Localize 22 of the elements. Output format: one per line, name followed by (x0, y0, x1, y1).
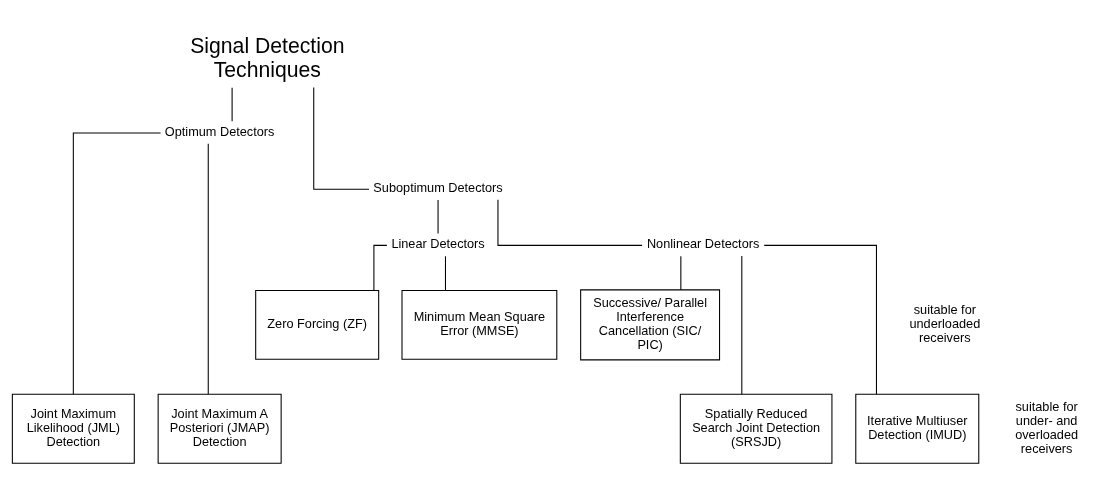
node-box: Minimum Mean Square Error (MMSE) (401, 289, 558, 360)
node-box: Joint Maximum Likelihood (JML) Detection (11, 393, 135, 464)
node-text: Suboptimum Detectors (373, 179, 503, 195)
label: suitable for underloaded receivers (909, 302, 981, 345)
node-text: Optimum Detectors (164, 123, 275, 139)
node-text: Nonlinear Detectors (646, 236, 760, 252)
connector (741, 255, 743, 395)
node-text: Signal Detection Techniques (190, 34, 345, 81)
connector (680, 255, 682, 291)
connector (207, 143, 209, 395)
node-box: Joint Maximum A Posteriori (JMAP) Detection (157, 393, 282, 464)
node-box: Spatially Reduced Search Joint Detection (SRSJD) (679, 393, 833, 464)
node-text: Linear Detectors (391, 236, 485, 252)
connector (763, 244, 877, 395)
node-box: Zero Forcing (ZF) (255, 289, 380, 360)
connector (444, 255, 446, 291)
connector (72, 132, 162, 395)
connector (313, 87, 370, 190)
label: suitable for under- and overloaded receivers (1015, 399, 1079, 456)
node-box: Iterative Multiuser Detection (IMUD) (855, 393, 980, 464)
connector (497, 199, 643, 246)
node-box: Successive/ Parallel Interference Cancellation (SIC/ PIC) (580, 289, 721, 361)
